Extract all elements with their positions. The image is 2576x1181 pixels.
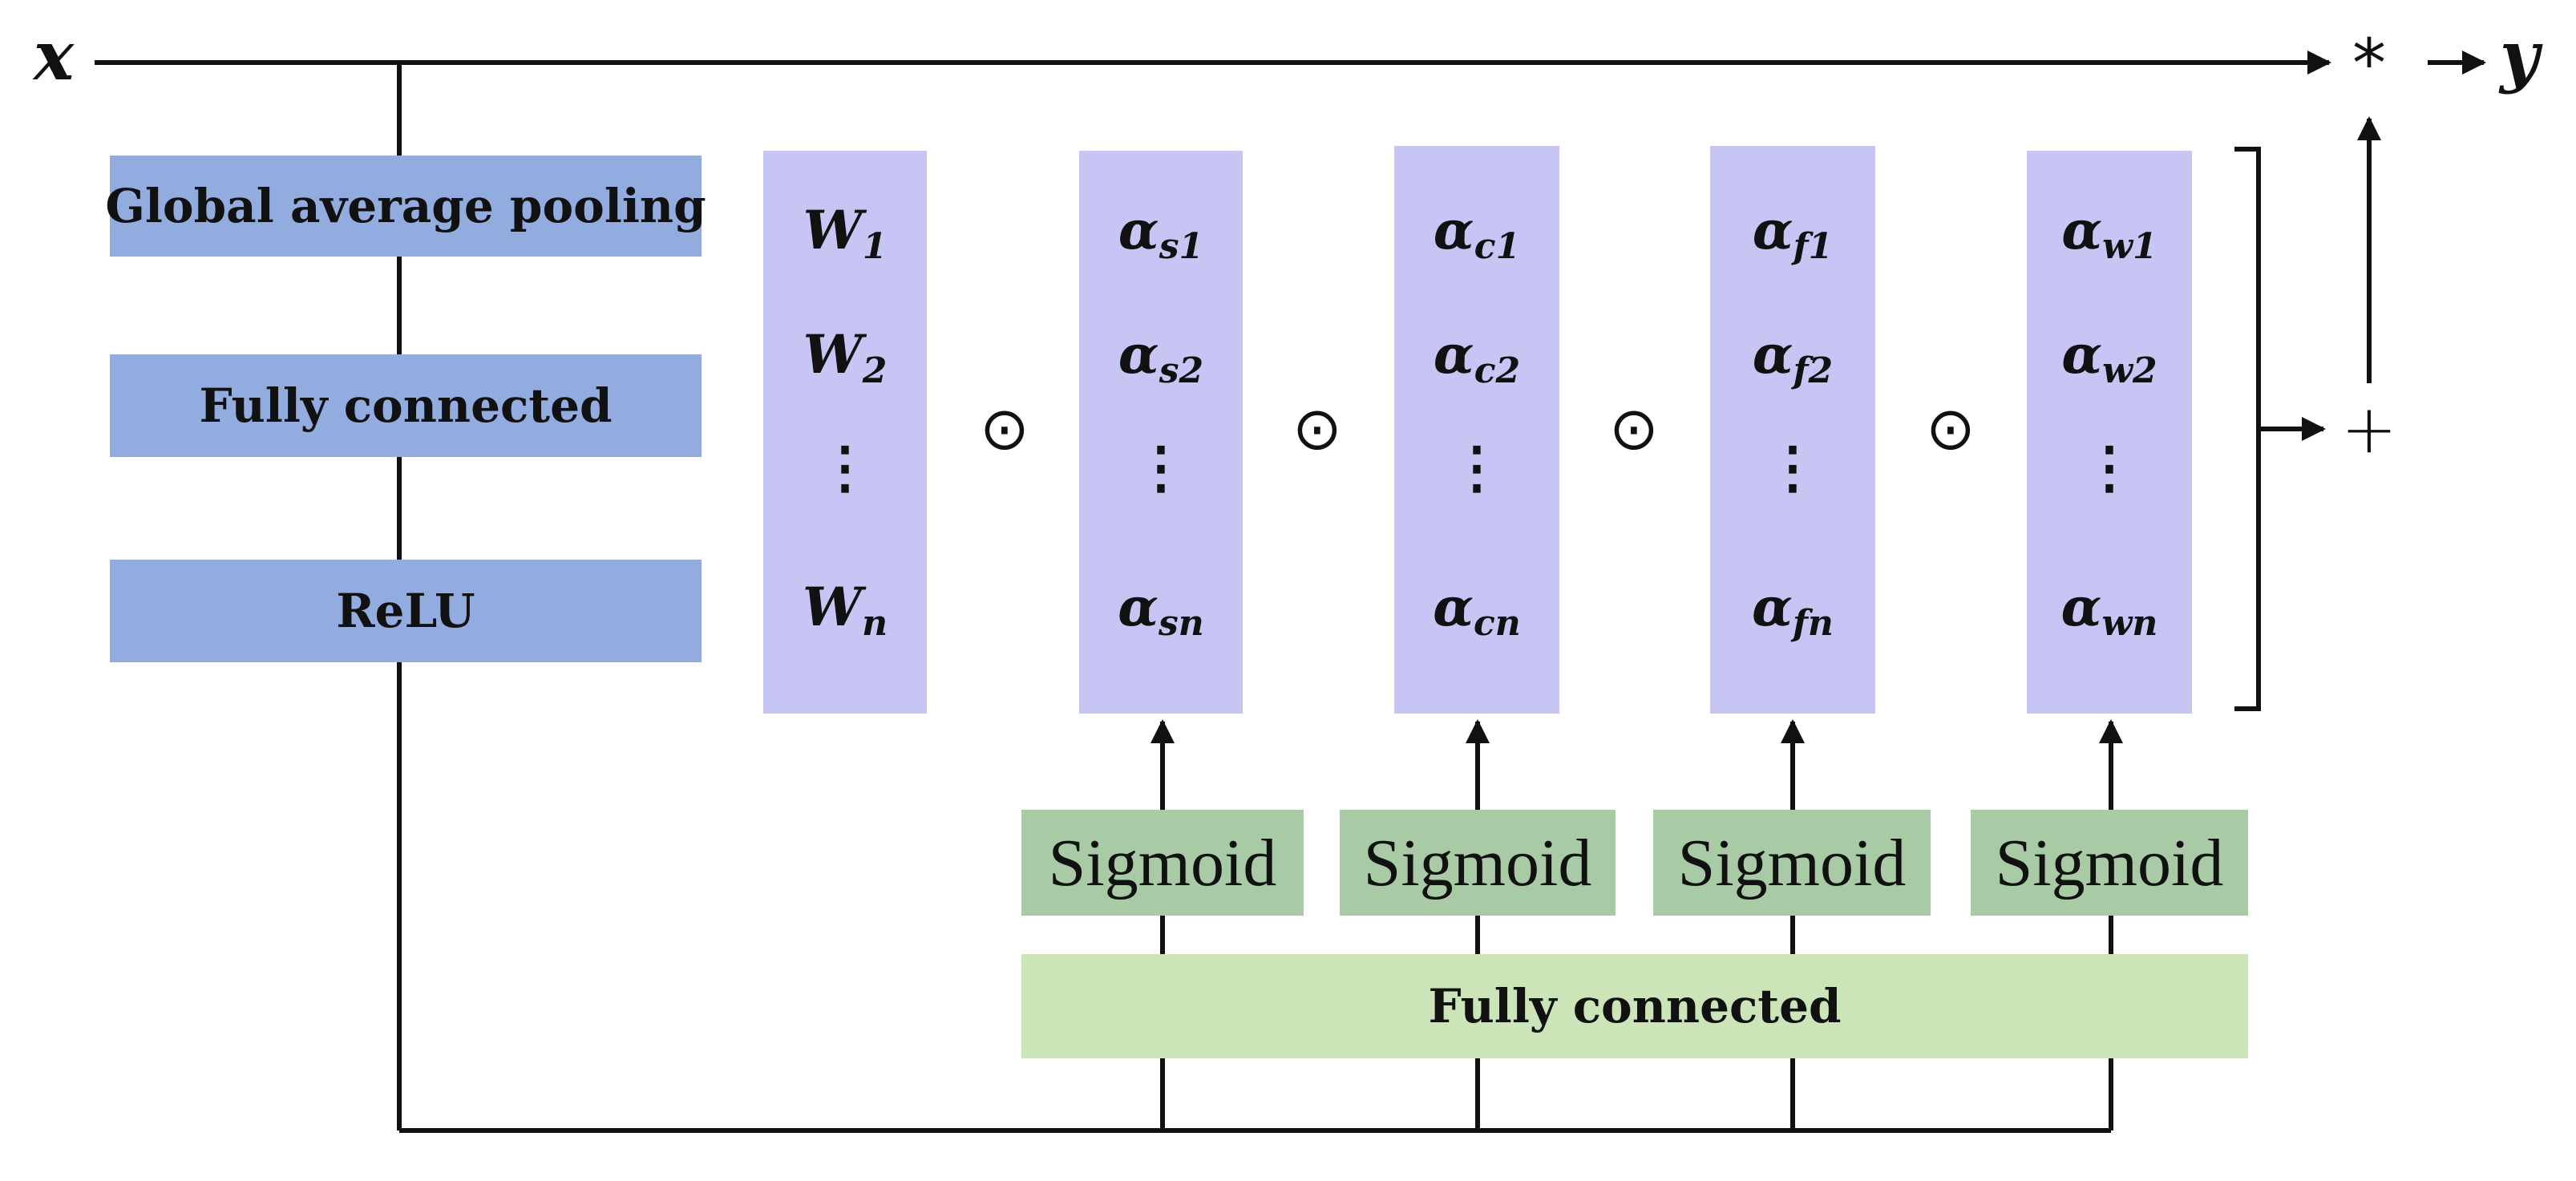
alpha-c1-base: α (1433, 199, 1474, 261)
alpha-f2-base: α (1752, 323, 1793, 386)
sum-symbol: + (2340, 390, 2398, 468)
sigmoid-block-s: Sigmoid (1021, 810, 1304, 916)
alpha-cn-sub: cn (1474, 603, 1521, 644)
attention-column-f: αf1 αf2 ⋮ αfn (1710, 146, 1875, 714)
alpha-sn-sub: sn (1159, 603, 1204, 644)
weight-w1-sub: 1 (862, 226, 888, 267)
alpha-s-ellipsis: ⋮ (1133, 434, 1189, 500)
alpha-s1-base: α (1118, 199, 1159, 261)
alpha-s1-sub: s1 (1159, 226, 1204, 267)
alpha-c2: αc2 (1394, 323, 1559, 391)
weight-wn: Wn (763, 576, 927, 644)
sigmoid-block-c: Sigmoid (1340, 810, 1616, 916)
output-label-y: y (2500, 16, 2539, 95)
attention-column-s: αs1 αs2 ⋮ αsn (1079, 151, 1243, 714)
weight-w2-base: W (803, 323, 863, 386)
relu-block: ReLU (110, 560, 702, 662)
alpha-sn-base: α (1118, 576, 1159, 638)
alpha-w-ellipsis: ⋮ (2081, 434, 2137, 500)
hadamard-operator-4: ⊙ (1925, 394, 1975, 463)
alpha-c-ellipsis: ⋮ (1449, 434, 1505, 500)
alpha-s2-sub: s2 (1159, 350, 1204, 391)
fully-connected-block: Fully connected (110, 354, 702, 457)
alpha-s2-base: α (1118, 323, 1159, 386)
alpha-w1-sub: w1 (2102, 226, 2157, 267)
attention-column-c: αc1 αc2 ⋮ αcn (1394, 146, 1559, 714)
hadamard-operator-1: ⊙ (979, 394, 1029, 463)
alpha-wn: αwn (2027, 576, 2192, 644)
alpha-sn: αsn (1079, 576, 1243, 644)
weight-w2: W2 (763, 323, 927, 391)
input-label-x: x (34, 16, 75, 95)
alpha-cn: αcn (1394, 576, 1559, 644)
sigmoid-block-f: Sigmoid (1653, 810, 1931, 916)
sigmoid-block-w: Sigmoid (1971, 810, 2248, 916)
alpha-f-ellipsis: ⋮ (1765, 434, 1821, 500)
alpha-s2: αs2 (1079, 323, 1243, 391)
alpha-f2-sub: f2 (1793, 350, 1834, 391)
alpha-w1: αw1 (2027, 199, 2192, 267)
global-average-pooling-block: Global average pooling (105, 156, 706, 257)
weight-wn-sub: n (862, 603, 888, 644)
alpha-f1-sub: f1 (1793, 226, 1834, 267)
attention-column-w: αw1 αw2 ⋮ αwn (2027, 151, 2192, 714)
alpha-c1-sub: c1 (1474, 226, 1521, 267)
alpha-w2-base: α (2061, 323, 2103, 386)
alpha-w1-base: α (2061, 199, 2103, 261)
bottom-fully-connected-block: Fully connected (1021, 954, 2248, 1058)
alpha-c1: αc1 (1394, 199, 1559, 267)
alpha-c2-base: α (1433, 323, 1474, 386)
alpha-s1: αs1 (1079, 199, 1243, 267)
alpha-w2-sub: w2 (2102, 350, 2157, 391)
weight-w1: W1 (763, 199, 927, 267)
multiply-symbol: * (2352, 24, 2386, 103)
weight-ellipsis: ⋮ (817, 434, 873, 500)
alpha-c2-sub: c2 (1474, 350, 1521, 391)
alpha-f1: αf1 (1710, 199, 1875, 267)
hadamard-operator-2: ⊙ (1292, 394, 1342, 463)
weight-column: W1 W2 ⋮ Wn (763, 151, 927, 714)
hadamard-operator-3: ⊙ (1608, 394, 1659, 463)
alpha-f2: αf2 (1710, 323, 1875, 391)
alpha-fn-sub: fn (1792, 603, 1834, 644)
weight-wn-base: W (802, 576, 863, 638)
weight-w2-sub: 2 (862, 350, 888, 391)
alpha-fn-base: α (1752, 576, 1793, 638)
alpha-wn-sub: wn (2101, 603, 2158, 644)
alpha-w2: αw2 (2027, 323, 2192, 391)
sum-bracket (2234, 147, 2261, 711)
alpha-f1-base: α (1752, 199, 1793, 261)
alpha-cn-base: α (1433, 576, 1474, 638)
alpha-wn-base: α (2060, 576, 2102, 638)
weight-w1-base: W (803, 199, 863, 261)
alpha-fn: αfn (1710, 576, 1875, 644)
